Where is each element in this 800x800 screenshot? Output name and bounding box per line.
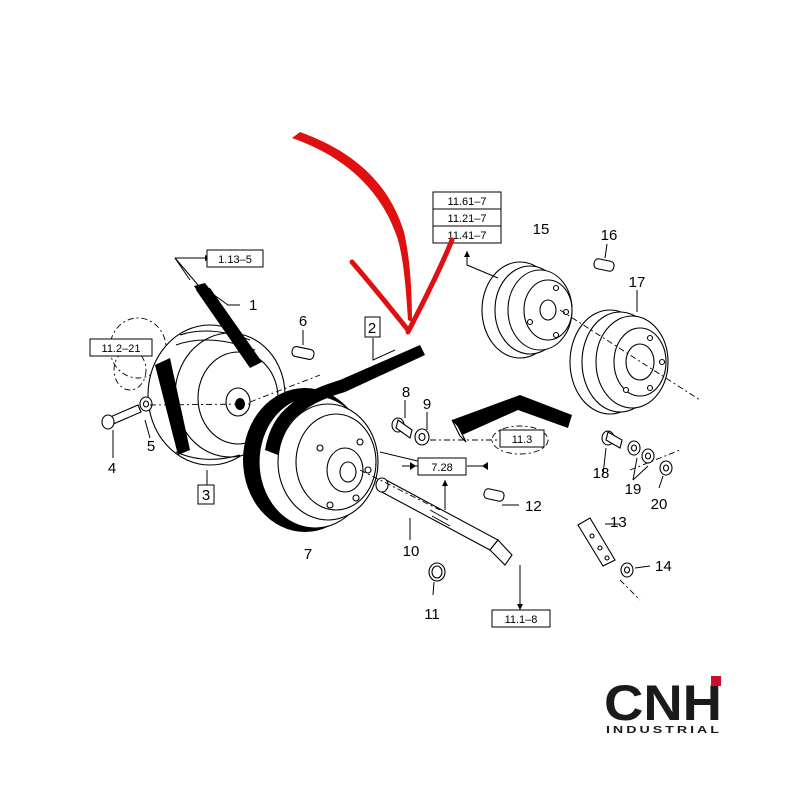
belt-1 bbox=[155, 283, 262, 455]
svg-text:17: 17 bbox=[629, 274, 646, 291]
svg-text:1.13–5: 1.13–5 bbox=[218, 254, 252, 266]
svg-text:19: 19 bbox=[625, 481, 642, 498]
svg-text:7: 7 bbox=[304, 546, 312, 563]
part-labels: 1 2 3 4 5 6 7 8 9 10 11 12 13 14 15 16 1… bbox=[108, 221, 672, 623]
ref-box-11-2-21: 11.2–21 bbox=[89, 338, 153, 357]
belt-guard bbox=[451, 395, 572, 455]
svg-text:13: 13 bbox=[610, 514, 627, 531]
pulley-15 bbox=[481, 261, 573, 359]
key-12 bbox=[483, 488, 505, 502]
bolt-18 bbox=[601, 430, 623, 449]
ref-box-7-28: 7.28 bbox=[417, 457, 467, 476]
svg-text:6: 6 bbox=[299, 313, 307, 330]
shaft-10 bbox=[375, 477, 513, 566]
part-3-box bbox=[197, 484, 215, 505]
svg-text:20: 20 bbox=[651, 496, 668, 513]
svg-text:7.28: 7.28 bbox=[431, 462, 452, 474]
svg-text:INDUSTRIAL: INDUSTRIAL bbox=[606, 724, 722, 736]
svg-text:5: 5 bbox=[147, 438, 155, 455]
pulley-7 bbox=[243, 388, 379, 532]
key-6 bbox=[291, 346, 315, 360]
svg-text:14: 14 bbox=[655, 558, 672, 575]
key-16 bbox=[593, 258, 615, 272]
cnh-industrial-logo: CNH INDUSTRIAL bbox=[604, 675, 722, 736]
svg-text:11.41–7: 11.41–7 bbox=[448, 230, 487, 242]
svg-text:11.21–7: 11.21–7 bbox=[448, 213, 487, 225]
svg-text:3: 3 bbox=[202, 487, 210, 504]
svg-text:11: 11 bbox=[424, 606, 440, 623]
ref-box-stack-11-x-7: 11.61–7 11.21–7 11.41–7 bbox=[432, 191, 502, 244]
belt-2 bbox=[265, 345, 425, 455]
washers-19 bbox=[627, 440, 655, 464]
svg-text:10: 10 bbox=[403, 543, 420, 560]
bolt-4 bbox=[101, 396, 153, 430]
pulley-17 bbox=[569, 309, 669, 415]
svg-text:9: 9 bbox=[423, 396, 431, 413]
nut-20 bbox=[659, 460, 673, 476]
svg-text:CNH: CNH bbox=[604, 675, 722, 731]
part-2-box bbox=[364, 316, 381, 338]
ref-box-1-13-5: 1.13–5 bbox=[206, 249, 264, 268]
svg-text:12: 12 bbox=[525, 498, 542, 515]
ref-box-11-1-8: 11.1–8 bbox=[491, 609, 551, 628]
svg-text:2: 2 bbox=[368, 320, 376, 337]
svg-text:18: 18 bbox=[593, 465, 610, 482]
svg-text:1: 1 bbox=[249, 297, 257, 314]
svg-text:11.3: 11.3 bbox=[512, 434, 533, 446]
svg-text:11.2–21: 11.2–21 bbox=[102, 343, 141, 355]
nut-14 bbox=[620, 562, 634, 578]
svg-text:16: 16 bbox=[601, 227, 618, 244]
logo-accent bbox=[711, 676, 721, 686]
bolt-8 bbox=[391, 417, 430, 446]
svg-text:15: 15 bbox=[533, 221, 550, 238]
svg-text:4: 4 bbox=[108, 460, 116, 477]
svg-text:11.61–7: 11.61–7 bbox=[448, 196, 487, 208]
svg-text:11.1–8: 11.1–8 bbox=[505, 614, 538, 626]
ref-box-11-3: 11.3 bbox=[499, 429, 545, 448]
bracket-13 bbox=[577, 517, 616, 567]
red-highlight-arrow bbox=[292, 132, 455, 335]
svg-text:8: 8 bbox=[402, 384, 410, 401]
